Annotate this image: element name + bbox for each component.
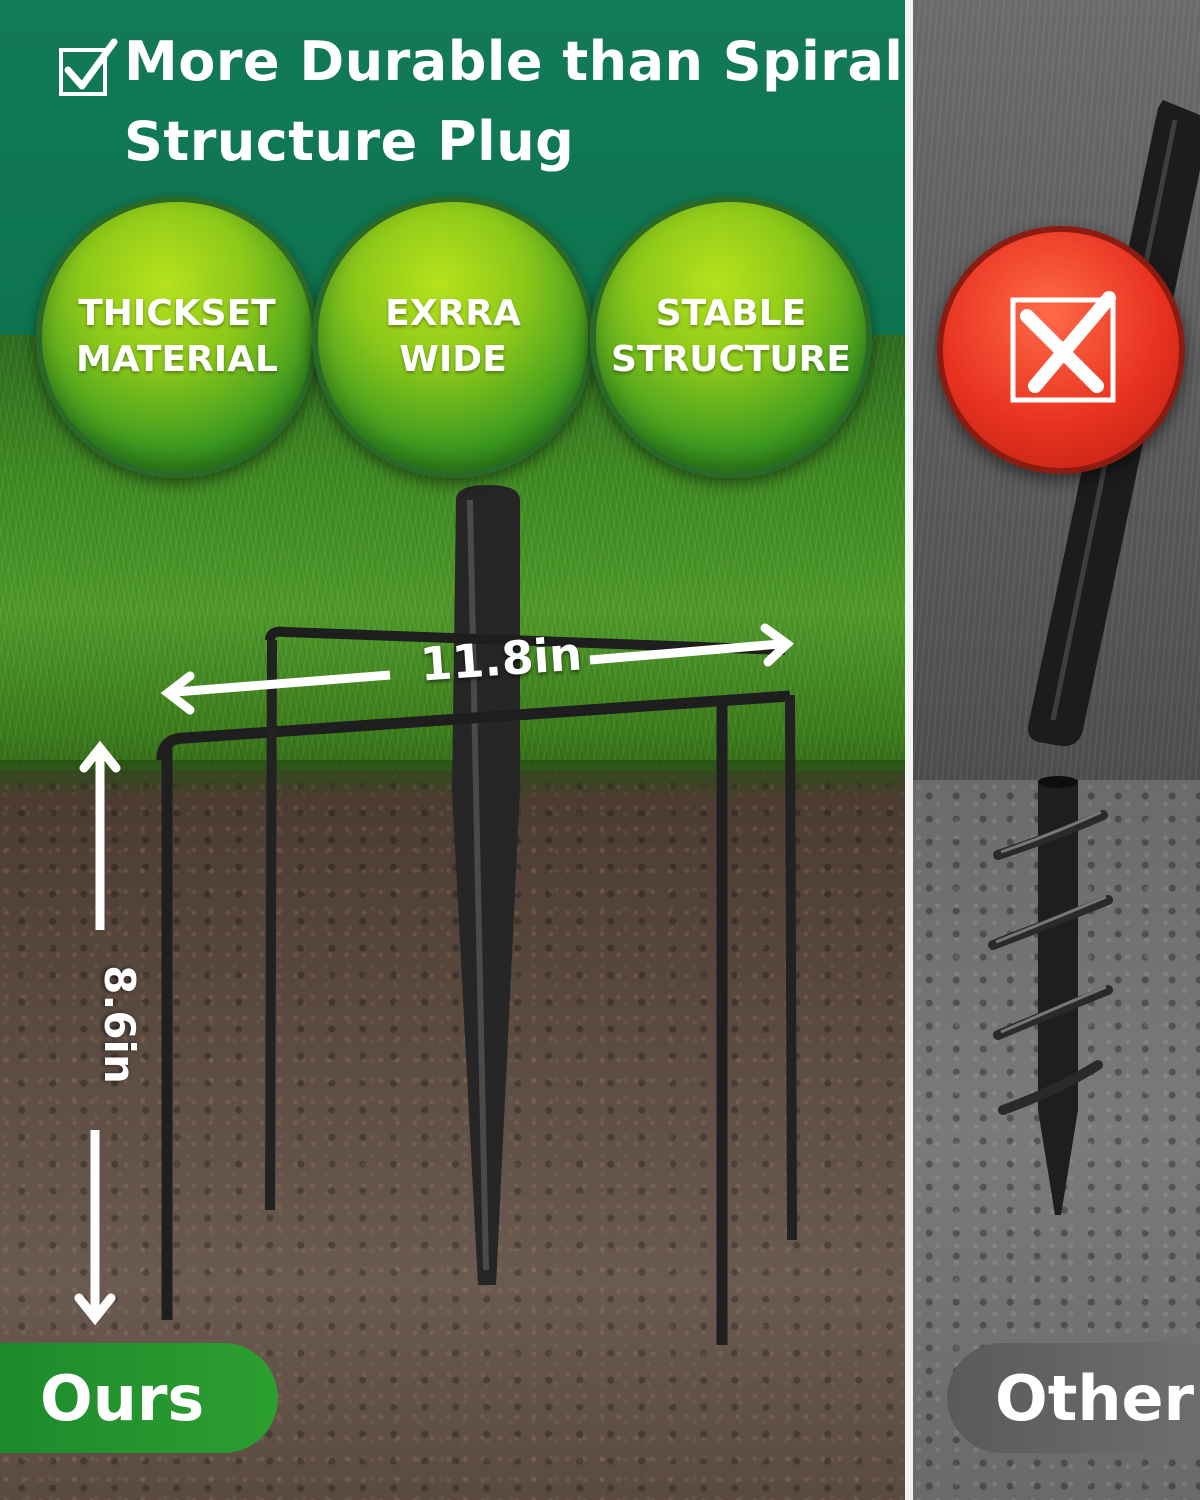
reject-badge [937,226,1185,474]
other-label-tag: Other [947,1343,1200,1453]
feature-badge-thickset-material: THICKSET MATERIAL [36,196,318,478]
back-right-leg [785,694,797,1241]
headline-line-2: Structure Plug [124,110,575,173]
ground-stake-illustration [74,485,797,1345]
feature-badge-line-2: STRUCTURE [611,339,851,380]
back-crossbar [265,626,786,655]
feature-badge-line-1: STABLE [655,293,807,334]
ours-label-tag: Ours [0,1343,278,1453]
feature-badge-line-1: EXRRA [385,293,521,334]
feature-badge-line-1: THICKSET [78,293,276,334]
width-dimension-label: 11.8in [418,626,584,692]
width-arrow-right [589,639,781,665]
feature-badge-extra-wide: EXRRA WIDE [312,196,594,478]
x-mark-icon [1010,291,1116,403]
height-dimension-label: 8.6in [94,965,144,1084]
panel-divider [905,0,913,1500]
feature-badge-line-2: WIDE [399,339,507,380]
ours-panel: More Durable than Spiral Structure Plug [0,0,905,1500]
other-panel: Other [913,0,1200,1500]
spiral-threads [988,810,1113,1115]
width-arrow-left [174,670,391,697]
checkbox-check-icon [59,38,118,96]
back-left-leg [265,639,277,1211]
center-spike [452,485,520,1285]
spiral-stake-illustration [988,100,1200,1215]
feature-badge-line-2: MATERIAL [76,339,278,380]
feature-badge-stable-structure: STABLE STRUCTURE [590,196,872,478]
headline-line-1: More Durable than Spiral [124,30,904,93]
